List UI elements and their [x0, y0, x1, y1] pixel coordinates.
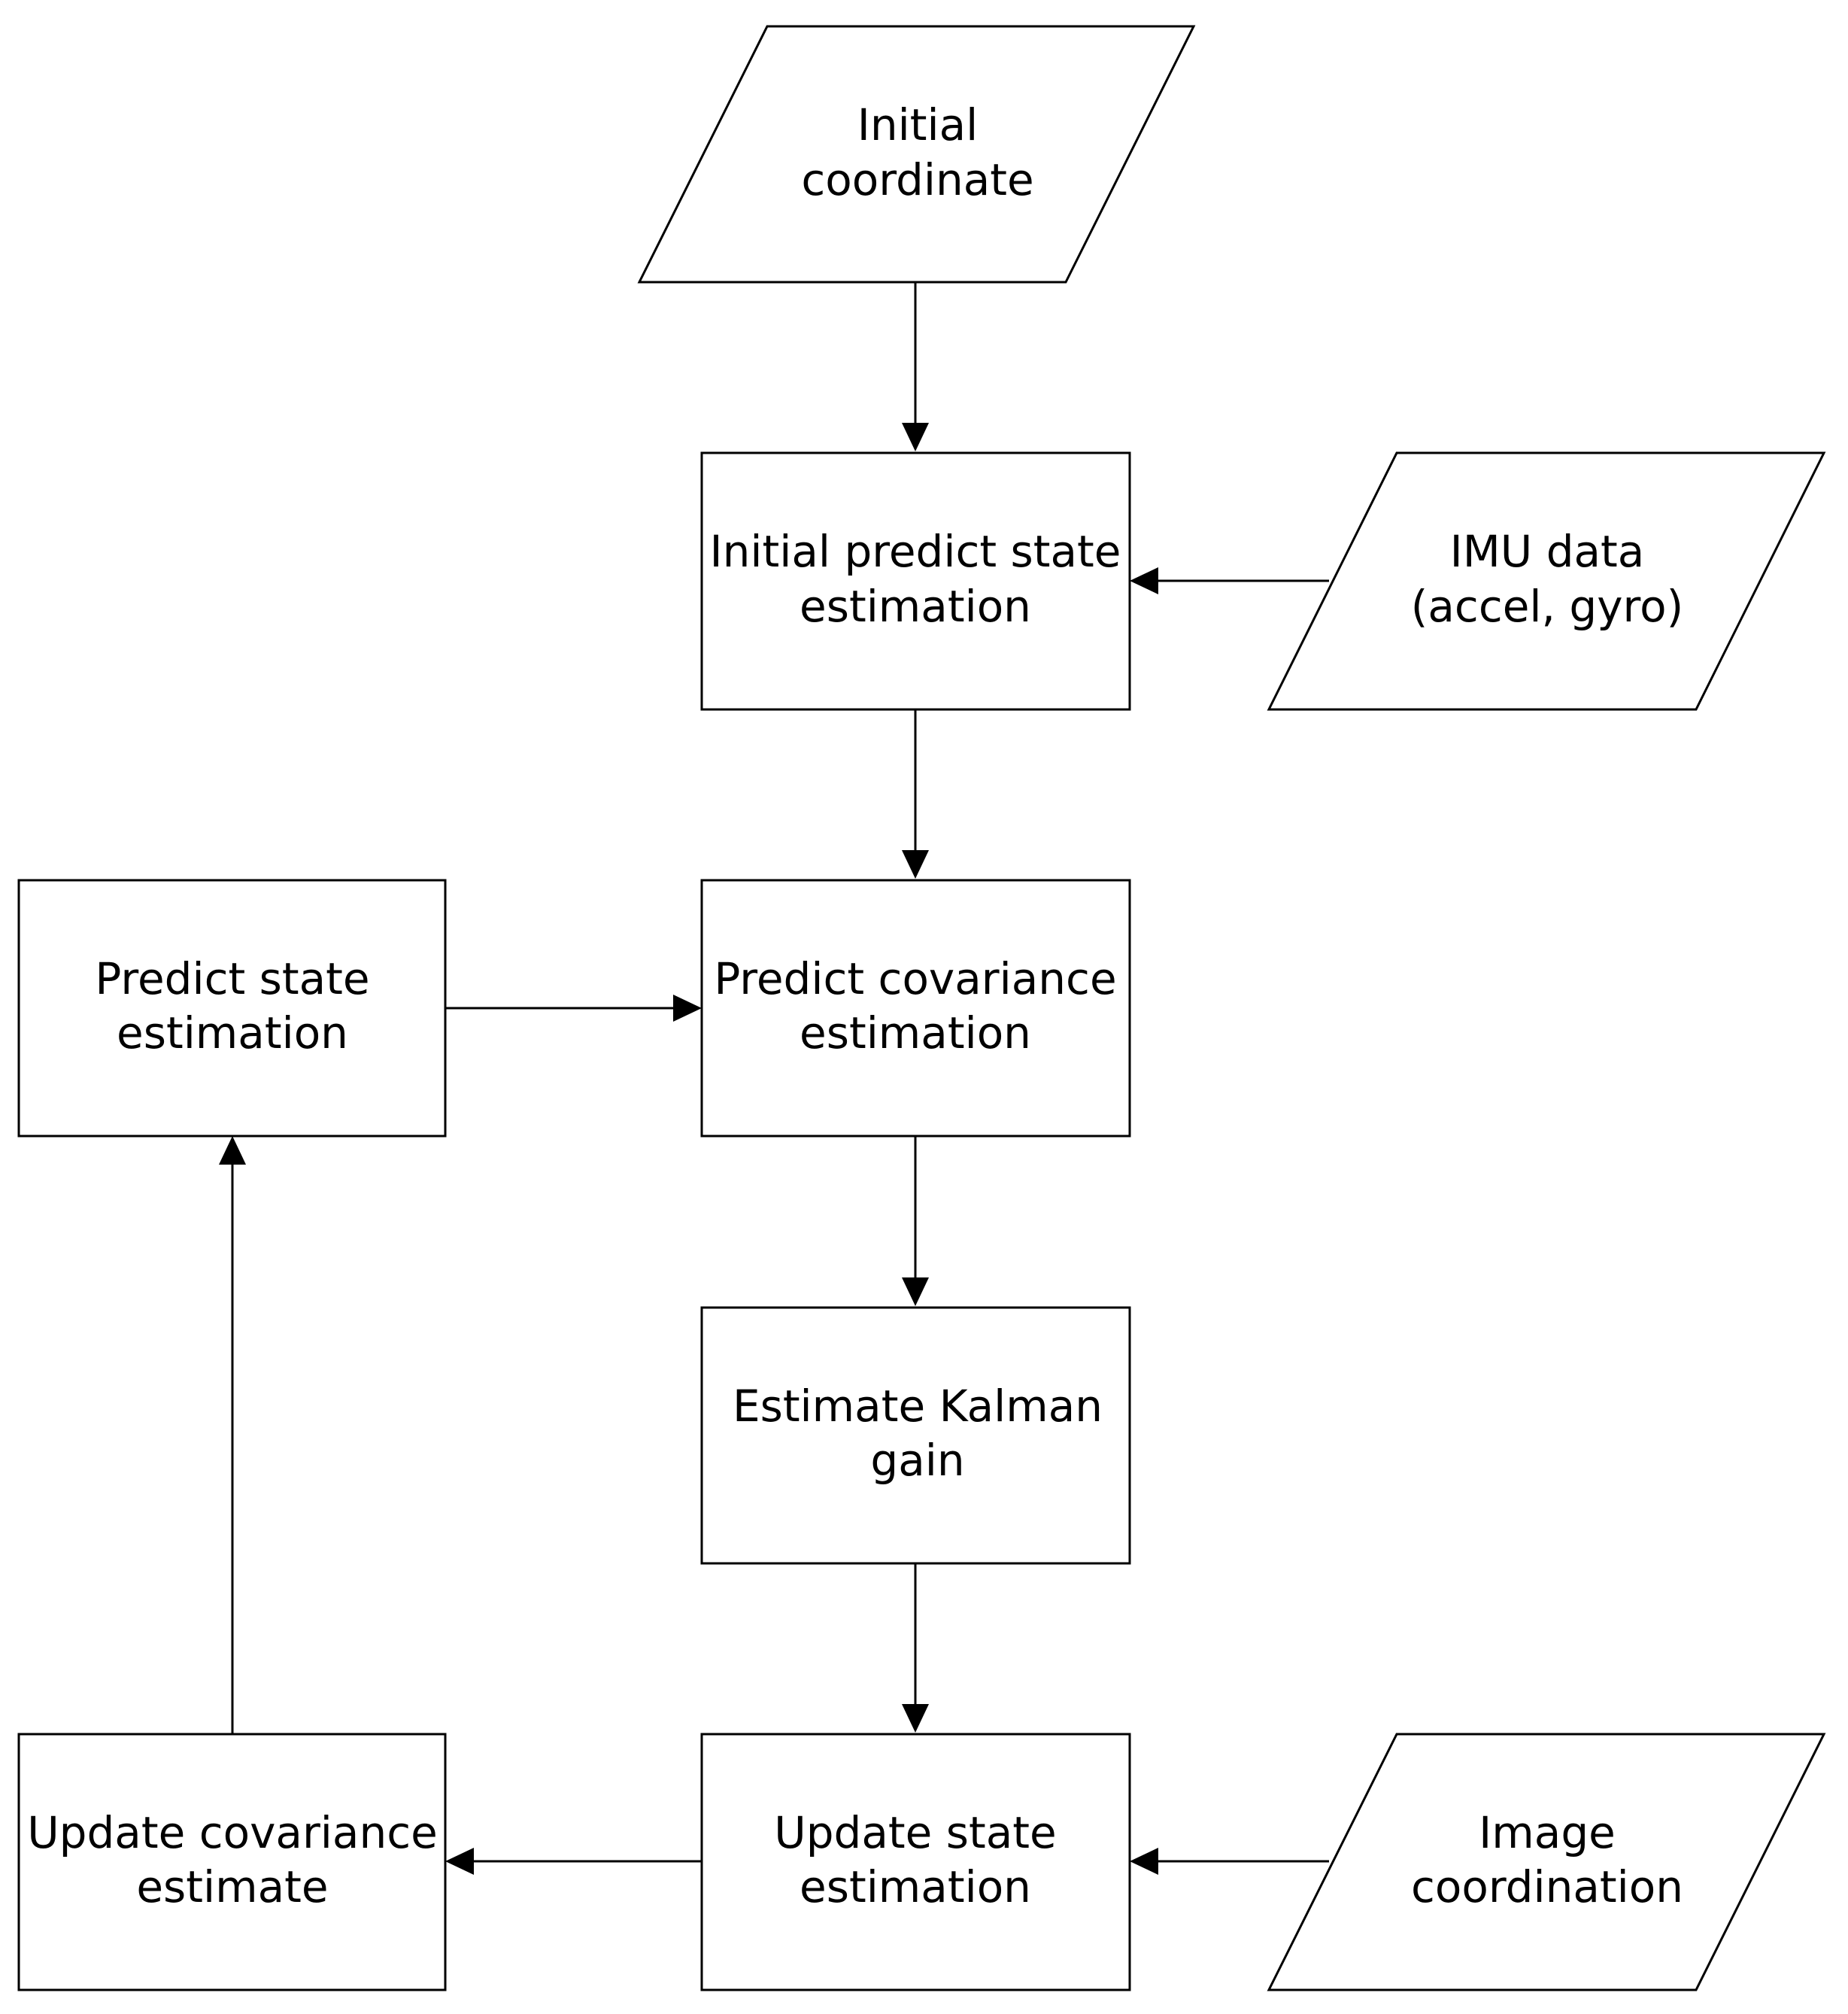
node-initial-coordinate: Initial coordinate [637, 25, 1196, 284]
node-label-line-2: gain [870, 1435, 964, 1486]
node-update-covariance-estimate: Update covariance estimate [17, 1733, 447, 1991]
node-initial-predict-state-estimation: Initial predict state estimation [700, 451, 1131, 711]
node-label-line-1: Update state [774, 1807, 1056, 1858]
rectangle-shape [17, 879, 447, 1138]
node-label-line-2: estimate [136, 1861, 328, 1912]
node-label-line-2: estimation [800, 1007, 1031, 1059]
node-update-state-estimation: Update state estimation [700, 1733, 1131, 1991]
arrowhead-update-state-right [1130, 1848, 1158, 1875]
parallelogram-shape [1267, 1733, 1826, 1991]
arrowhead-initial-predict-state-top [902, 423, 929, 451]
node-label-line-1: Initial [857, 99, 979, 150]
node-predict-state-estimation: Predict state estimation [17, 879, 447, 1138]
node-imu-data: IMU data (accel, gyro) [1267, 451, 1826, 711]
node-label-line-1: Estimate Kalman [733, 1381, 1103, 1432]
node-label-line-1: IMU data [1450, 526, 1645, 577]
rectangle-shape [700, 1306, 1131, 1565]
arrowhead-kalman-gain-top [902, 1277, 929, 1306]
node-label-line-2: estimation [800, 581, 1031, 632]
node-label-line-2: coordination [1411, 1861, 1683, 1912]
arrowhead-initial-predict-state-right [1130, 567, 1158, 594]
node-label-line-2: estimation [117, 1007, 348, 1059]
node-label-line-2: estimation [800, 1861, 1031, 1912]
arrowhead-predict-covariance-top [902, 850, 929, 879]
arrowhead-update-state-top [902, 1704, 929, 1733]
arrowhead-predict-state-bottom [219, 1136, 246, 1165]
node-predict-covariance-estimation: Predict covariance estimation [700, 879, 1131, 1138]
rectangle-shape [17, 1733, 447, 1991]
parallelogram-shape [1267, 451, 1826, 711]
arrowhead-predict-covariance-left [673, 995, 702, 1022]
node-label-line-1: Initial predict state [710, 526, 1121, 577]
node-label-line-2: coordinate [801, 154, 1033, 205]
rectangle-shape [700, 1733, 1131, 1991]
node-label-line-1: Image [1479, 1807, 1616, 1858]
node-label-line-1: Predict covariance [714, 953, 1116, 1004]
node-label-line-1: Predict state [95, 953, 369, 1004]
node-image-coordination: Image coordination [1267, 1733, 1826, 1991]
rectangle-shape [700, 879, 1131, 1138]
node-label-line-2: (accel, gyro) [1411, 581, 1683, 632]
node-estimate-kalman-gain: Estimate Kalman gain [700, 1306, 1131, 1565]
edges [219, 282, 1329, 1875]
arrowhead-update-covariance-right [445, 1848, 474, 1875]
node-label-line-1: Update covariance [27, 1807, 438, 1858]
parallelogram-shape [637, 25, 1196, 284]
rectangle-shape [700, 451, 1131, 711]
